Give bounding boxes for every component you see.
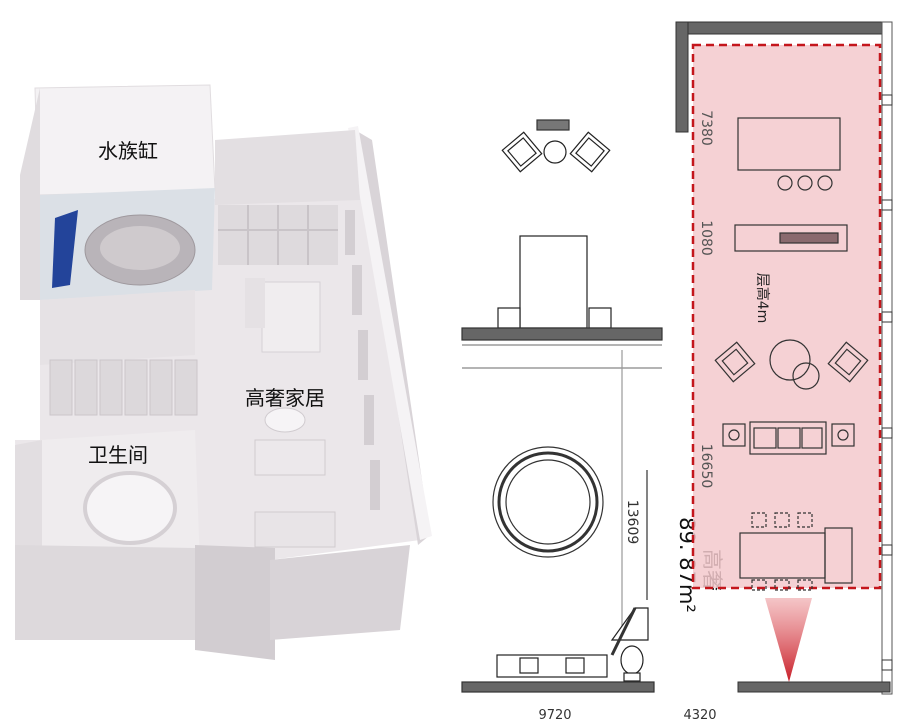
plan-sink-left — [519, 657, 539, 674]
plan-right-top-wall — [675, 21, 892, 35]
render-3d: 水族缸 高奢家居 卫生间 — [15, 84, 432, 660]
plan-right-left-wall — [675, 21, 689, 133]
render-bathtub — [83, 471, 177, 545]
plan-right: 7380 1080 16650 层高4m — [675, 21, 893, 695]
plan-right-right-wall — [881, 21, 893, 695]
dim-16650: 16650 — [698, 444, 714, 489]
highlight-zone — [691, 43, 882, 590]
label-luxury-home: 高奢家居 — [245, 386, 325, 410]
render-sofa — [254, 439, 326, 476]
plan-armchair-left — [501, 131, 543, 173]
render-cabinet-unit — [261, 281, 321, 353]
dim-7380: 7380 — [698, 110, 714, 146]
plan-display-table — [737, 117, 841, 171]
dim-1080: 1080 — [698, 220, 714, 256]
render-aquarium-water-blue — [52, 210, 78, 288]
label-bathroom: 卫生间 — [88, 443, 148, 467]
plan-armchair-right — [569, 131, 611, 173]
plan-tv-bench — [536, 119, 570, 131]
render-aquarium-front — [40, 290, 195, 365]
plan-wall-bottom — [461, 681, 655, 693]
plan-tv-cabinet — [734, 224, 848, 252]
dim-bottom-right: 4320 — [683, 708, 716, 720]
dim-13609: 13609 — [624, 500, 640, 545]
render-cabinets — [49, 359, 198, 416]
render-back-wall — [215, 130, 360, 205]
spotlight-beam — [765, 598, 812, 682]
plan-vanity — [496, 654, 608, 678]
plan-cabinet-block — [519, 235, 588, 329]
plan-side-cab-right — [831, 423, 855, 447]
plan-bathroom-partition — [610, 607, 649, 641]
render-front-wall-right — [270, 545, 410, 640]
render-bathroom-front — [15, 545, 200, 640]
plan-side-cab-left — [722, 423, 746, 447]
render-right-wall-top — [348, 126, 432, 540]
plan-side-table — [543, 140, 567, 164]
plan-round-aquarium — [492, 446, 604, 558]
plan-middle — [461, 119, 663, 693]
render-front-block — [195, 545, 275, 660]
floor-height-label: 层高4m — [754, 273, 771, 324]
render-aquarium-side-left — [20, 88, 40, 300]
dim-bottom-left: 9720 — [538, 708, 571, 720]
plan-sofa — [749, 421, 827, 455]
render-round-table — [264, 407, 306, 433]
render-dining — [254, 511, 336, 548]
label-aquarium: 水族缸 — [98, 139, 158, 163]
plan-toilet — [620, 645, 644, 675]
plan-right-bottom-wall — [737, 681, 891, 693]
plan-wall-middle — [461, 327, 663, 341]
plan-sink-right — [565, 657, 585, 674]
